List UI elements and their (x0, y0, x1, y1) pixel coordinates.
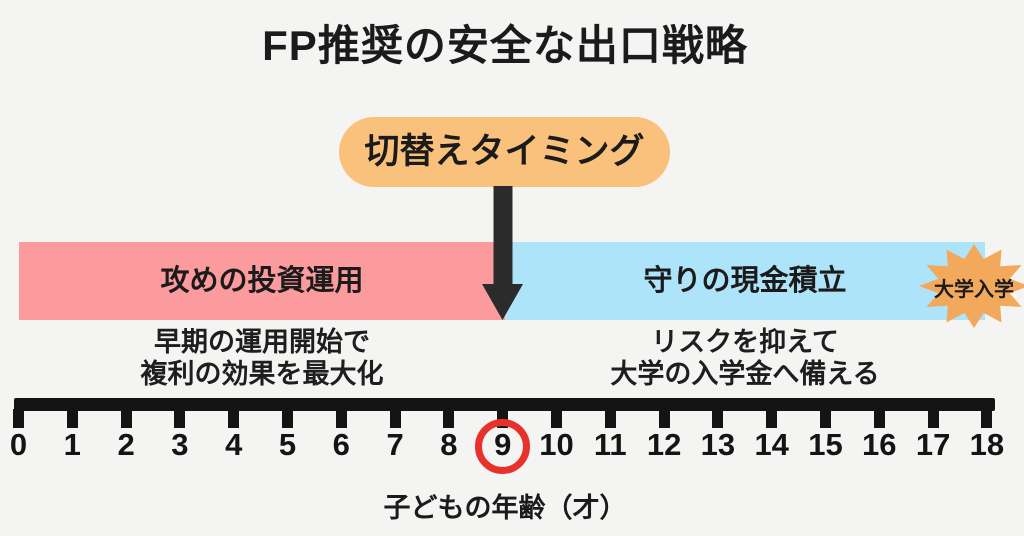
age-9-highlight-ring (475, 419, 531, 474)
age-axis-line (14, 398, 995, 411)
axis-tick (766, 409, 778, 428)
investment-phase-label: 攻めの投資運用 (160, 265, 364, 297)
axis-tick (389, 409, 401, 428)
axis-tick-label: 1 (63, 427, 81, 462)
axis-tick-label: 18 (969, 427, 1005, 462)
switch-timing-label: 切替えタイミング (364, 132, 645, 171)
axis-tick (497, 409, 509, 428)
axis-tick (66, 409, 78, 428)
axis-tick (658, 409, 670, 428)
axis-tick-label: 12 (646, 427, 682, 462)
axis-tick (551, 409, 562, 428)
axis-tick (604, 409, 616, 428)
axis-tick-label: 0 (9, 427, 28, 462)
description-line: リスクを抑えて (651, 327, 839, 357)
axis-tick-label: 15 (808, 427, 843, 462)
university-entry-badge: 大学入学 (915, 242, 1024, 330)
axis-tick (712, 409, 724, 428)
page-title: FP推奨の安全な出口戦略 (262, 22, 748, 69)
investment-phase-description: 早期の運用開始で 複利の効果を最大化 (19, 326, 505, 390)
axis-tick-label: 13 (700, 427, 736, 462)
description-line: 大学の入学金へ備える (610, 359, 880, 389)
axis-tick-label: 8 (440, 427, 458, 462)
axis-tick-label: 11 (593, 427, 627, 462)
axis-tick-label: 14 (754, 427, 789, 462)
axis-tick-label: 7 (386, 427, 404, 462)
axis-tick (927, 409, 939, 428)
cash-phase-label: 守りの現金積立 (643, 265, 847, 297)
university-entry-label: 大学入学 (934, 279, 1014, 301)
starburst-icon (919, 244, 1024, 328)
axis-tick-label: 10 (539, 427, 574, 462)
axis-tick (873, 409, 885, 428)
switch-timing-callout: 切替えタイミング (339, 117, 670, 187)
axis-tick-label: 4 (225, 427, 243, 462)
investment-phase-bar: 攻めの投資運用 (19, 242, 505, 320)
axis-tick-label: 3 (171, 427, 189, 462)
axis-tick (443, 409, 455, 428)
axis-tick-label: 16 (862, 427, 897, 462)
cash-phase-bar: 守りの現金積立 (505, 242, 985, 320)
down-arrow-icon (482, 186, 523, 320)
axis-tick (282, 409, 293, 428)
description-line: 早期の運用開始で (154, 327, 370, 357)
axis-tick (981, 409, 993, 428)
axis-tick-label: 5 (278, 427, 297, 462)
axis-tick (820, 409, 831, 428)
axis-tick (13, 409, 24, 428)
age-axis-title: 子どもの年齢（才） (383, 493, 627, 523)
axis-tick-label: 6 (332, 427, 350, 462)
axis-tick-label: 2 (117, 427, 135, 462)
axis-tick-label: 17 (915, 427, 951, 462)
cash-phase-description: リスクを抑えて 大学の入学金へ備える (505, 326, 985, 390)
description-line: 複利の効果を最大化 (140, 359, 384, 389)
axis-tick (335, 409, 347, 428)
axis-tick (174, 409, 186, 428)
axis-tick (120, 409, 132, 428)
axis-tick (228, 409, 240, 428)
